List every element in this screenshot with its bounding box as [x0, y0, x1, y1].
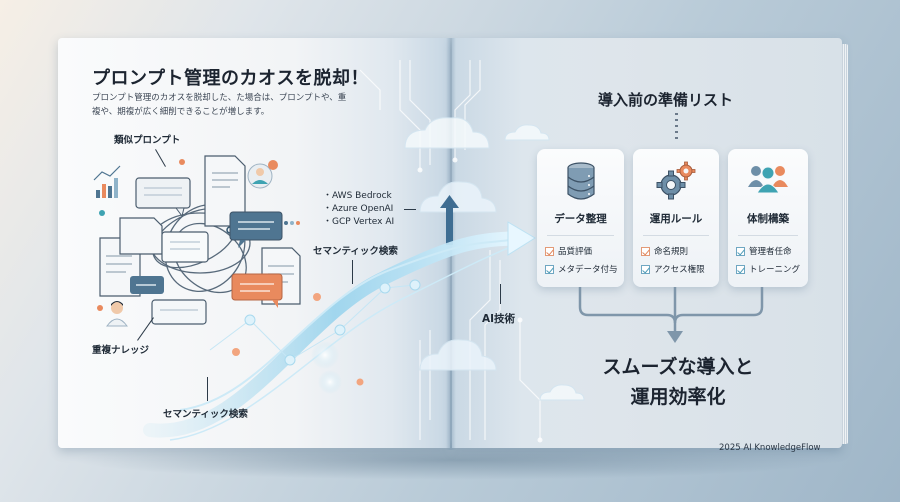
label-ai-tech: AI技術: [482, 313, 516, 325]
merge-arrow-icon: [578, 287, 764, 343]
avatar-woman-icon: [247, 160, 278, 189]
label-semantic-search: セマンティック検索: [313, 246, 398, 257]
database-icon: [566, 162, 595, 200]
checkbox-checked-icon[interactable]: [641, 264, 650, 274]
card-data-organization: データ整理 品質評価 メタデータ付与: [537, 149, 624, 287]
result-heading: スムーズな導入と 運用効率化: [593, 352, 763, 412]
cloud-service-item: ・AWS Bedrock: [323, 191, 392, 201]
cloud-icon: [404, 117, 585, 401]
label-duplicate-knowledge: 重複ナレッジ: [92, 345, 150, 356]
avatar-man-icon: [106, 301, 128, 327]
checklist-cards: データ整理 品質評価 メタデータ付与: [537, 149, 808, 287]
checklist-item[interactable]: メタデータ付与: [545, 260, 618, 278]
checklist-item[interactable]: 命名規則: [641, 242, 705, 260]
checklist-item[interactable]: アクセス権限: [641, 260, 705, 278]
decorative-dots: [97, 159, 300, 311]
footer-credit: 2025 AI KnowledgeFlow: [719, 443, 821, 453]
result-line-1: スムーズな導入と: [602, 356, 754, 378]
card-title: 体制構築: [747, 213, 789, 225]
cloud-service-item: ・GCP Vertex AI: [323, 217, 395, 227]
page-edge: [842, 44, 848, 444]
card-title: 運用ルール: [649, 213, 703, 225]
upload-arrow-icon: [440, 195, 459, 245]
network-nodes-icon: [209, 226, 421, 394]
page-subtitle: プロンプト管理のカオスを脱却した、た場合は、プロンプトや、重複や、期複が広く細削…: [92, 93, 347, 117]
speech-bubble-icon: [130, 177, 283, 325]
bar-chart-icon: [93, 165, 121, 198]
prompt-chaos-illustration: [93, 155, 301, 325]
label-similar-prompts: 類似プロンプト: [114, 135, 181, 146]
flow-arrow-icon: [143, 221, 536, 441]
card-team-building: 体制構築 管理者任命 トレーニング: [728, 149, 808, 287]
checklist-item[interactable]: トレーニング: [736, 260, 800, 278]
card-title: データ整理: [554, 213, 607, 225]
checkbox-checked-icon[interactable]: [641, 246, 650, 256]
cloud-services-list: ・AWS Bedrock ・Azure OpenAI ・GCP Vertex A…: [323, 190, 394, 229]
team-icon: [748, 166, 788, 194]
gears-icon: [656, 161, 696, 200]
page-title: プロンプト管理のカオスを脱却！: [92, 68, 369, 89]
checklist-title: 導入前の準備リスト: [598, 91, 734, 109]
card-operation-rules: 運用ルール 命名規則 アクセス権限: [633, 149, 719, 287]
dotted-connector: [675, 113, 678, 139]
label-semantic-search-bottom: セマンティック検索: [163, 409, 248, 420]
checkbox-checked-icon[interactable]: [736, 246, 745, 256]
bubble-text-lines: [144, 187, 200, 311]
checklist-item[interactable]: 品質評価: [545, 242, 618, 260]
checkbox-checked-icon[interactable]: [545, 264, 554, 274]
checkbox-checked-icon[interactable]: [545, 246, 554, 256]
cloud-service-item: ・Azure OpenAI: [323, 204, 394, 214]
result-line-2: 運用効率化: [630, 386, 726, 408]
checkbox-checked-icon[interactable]: [736, 264, 745, 274]
checklist-item[interactable]: 管理者任命: [736, 242, 800, 260]
